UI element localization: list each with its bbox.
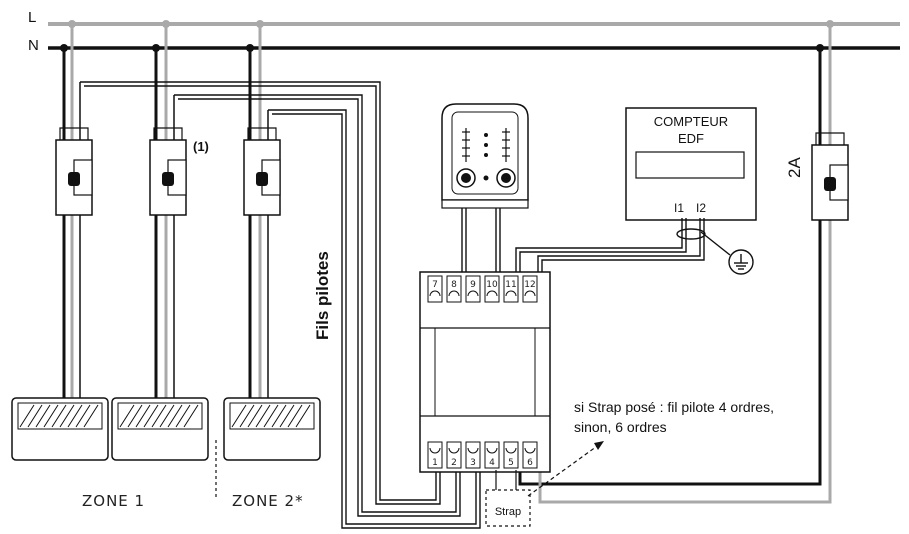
terminal-bottom-5: 5: [503, 441, 519, 469]
breaker-note: (1): [193, 139, 209, 154]
terminal-top-label: 9: [470, 280, 476, 290]
programmer-unit-icon: [441, 103, 529, 272]
terminal-bottom-label: 4: [489, 458, 495, 468]
terminal-bottom-label: 6: [527, 458, 533, 468]
meter-title-line2: EDF: [678, 131, 704, 146]
strap-note-line2: sinon, 6 ordres: [574, 419, 667, 435]
terminal-bottom-label: 2: [451, 458, 457, 468]
breaker-2: [149, 127, 187, 216]
strap-pointer: [527, 443, 601, 497]
terminal-top-12: 12: [522, 275, 538, 303]
live-label: L: [28, 9, 36, 26]
zone-wires: [62, 24, 269, 398]
terminal-top-7: 7: [427, 275, 443, 303]
terminal-bottom-6: 6: [522, 441, 538, 469]
radiator-3: [223, 397, 321, 461]
terminal-bottom-3: 3: [465, 441, 481, 469]
terminal-bottom-2: 2: [446, 441, 462, 469]
terminal-row-bottom: 1 2 3 4 5 6: [427, 441, 538, 469]
terminal-bottom-label: 5: [508, 458, 514, 468]
zone-1-label: ZONE 1: [82, 492, 145, 510]
zone-2-label: ZONE 2*: [232, 492, 304, 510]
return-wires: [518, 24, 832, 504]
meter-wires: [515, 218, 731, 272]
meter: COMPTEUR EDF I1 I2: [625, 107, 757, 221]
breaker-3: [243, 127, 281, 216]
pilot-wires-label: Fils pilotes: [313, 251, 332, 340]
neutral-label: N: [28, 37, 39, 54]
breaker-2a: [811, 132, 849, 221]
meter-terminal-1: I1: [674, 201, 684, 215]
breaker-rating: 2A: [785, 157, 804, 178]
terminal-top-8: 8: [446, 275, 462, 303]
strap-note-line1: si Strap posé : fil pilote 4 ordres,: [574, 399, 774, 415]
terminal-top-label: 8: [451, 280, 457, 290]
terminal-top-11: 11: [503, 275, 519, 303]
radiator-1: [11, 397, 109, 461]
pilot-wire-bundle: [80, 81, 481, 529]
terminal-top-label: 12: [524, 280, 535, 290]
terminal-top-label: 11: [505, 280, 516, 290]
radiator-2: [111, 397, 209, 461]
arrow-icon: [594, 441, 604, 450]
meter-terminal-2: I2: [696, 201, 706, 215]
ground-icon: [728, 249, 754, 275]
terminal-top-label: 7: [432, 280, 438, 290]
terminal-bottom-1: 1: [427, 441, 443, 469]
terminal-top-10: 10: [484, 275, 500, 303]
terminal-top-label: 10: [486, 280, 498, 290]
terminal-bottom-label: 3: [470, 458, 476, 468]
breaker-1: [55, 127, 93, 216]
terminal-top-9: 9: [465, 275, 481, 303]
strap-label: Strap: [495, 506, 521, 518]
terminal-bottom-label: 1: [432, 458, 438, 468]
strap: Strap: [485, 441, 604, 527]
meter-title-line1: COMPTEUR: [654, 114, 728, 129]
terminal-bottom-4: 4: [484, 441, 500, 469]
supply-lines: L N: [28, 9, 900, 54]
terminal-row-top: 7 8 9 10 11 12: [427, 275, 538, 303]
